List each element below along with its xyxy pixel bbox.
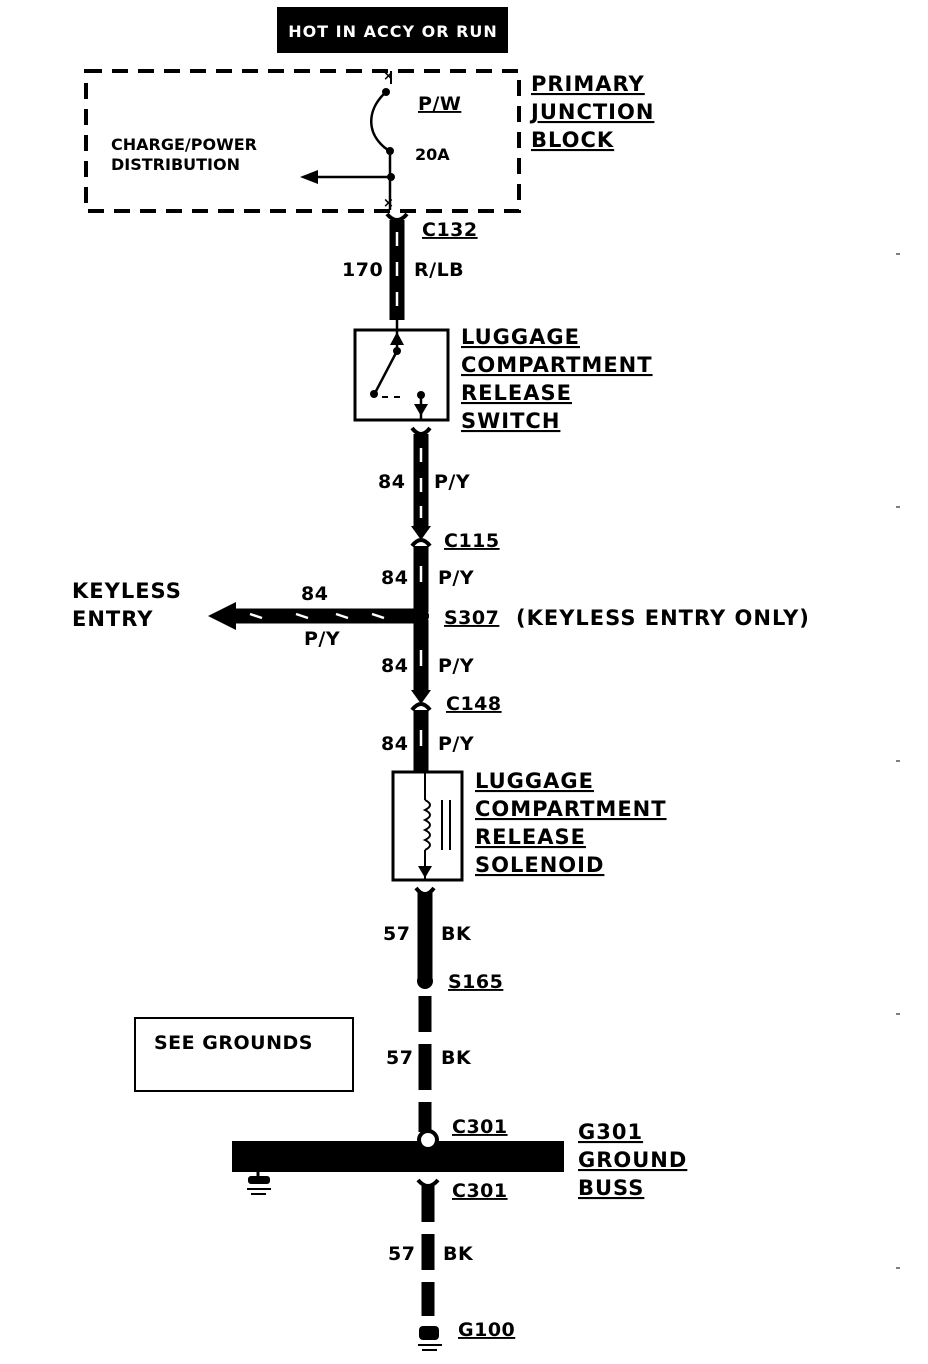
keyless-entry-label-1: KEYLESS <box>72 579 182 603</box>
splice-s165-label: S165 <box>448 971 503 993</box>
connector-c115-male <box>411 526 431 540</box>
wire-57-b-color: BK <box>441 1047 472 1069</box>
fuse-rating: 20A <box>415 145 450 164</box>
connector-c301-bottom-symbol <box>416 1178 440 1188</box>
splice-s307-label: S307 <box>444 607 499 629</box>
branch-arrow <box>208 602 236 630</box>
ground-g100-label: G100 <box>458 1319 515 1341</box>
connector-c115-label: C115 <box>444 530 500 552</box>
wire-57-a-circuit: 57 <box>383 923 410 945</box>
fuse-wire-color: P/W <box>418 93 461 115</box>
charge-power-label-1: CHARGE/POWER <box>111 135 257 154</box>
solenoid-label-3: RELEASE <box>475 825 586 849</box>
wire-84-d-color: P/Y <box>438 733 474 755</box>
solenoid-label-1: LUGGAGE <box>475 769 594 793</box>
wire-stripe <box>295 612 309 620</box>
connector-c148-label: C148 <box>446 693 502 715</box>
switch-label-2: COMPARTMENT <box>461 353 653 377</box>
wire-57-c-color: BK <box>443 1243 474 1265</box>
junction-block-label-1: PRIMARY <box>531 72 645 96</box>
connector-c148-male <box>411 690 431 704</box>
luggage-release-switch-box <box>353 328 450 422</box>
primary-junction-block-outline <box>84 69 521 213</box>
wire-84-b-color: P/Y <box>438 567 474 589</box>
margin-ticks <box>896 253 900 1269</box>
svg-text:×: × <box>383 196 394 211</box>
svg-text:×: × <box>383 69 394 84</box>
ground-buss-label-2: GROUND <box>578 1148 687 1172</box>
ground-buss-bar <box>232 1141 564 1172</box>
splice-s165 <box>417 973 433 989</box>
solenoid-coil-icon <box>418 772 451 880</box>
switch-output-connector <box>410 426 432 436</box>
g100-ground-icon <box>418 1326 442 1351</box>
branch-color: P/Y <box>304 628 340 650</box>
connector-c301-top-symbol <box>417 1129 439 1151</box>
see-grounds-box <box>134 1017 354 1092</box>
switch-symbol <box>370 320 428 420</box>
connector-c132-label: C132 <box>422 219 478 241</box>
wire-stripe <box>335 612 349 620</box>
wire-stripe <box>249 612 263 620</box>
connector-c132-symbol <box>385 212 409 222</box>
luggage-release-solenoid-box <box>391 770 464 882</box>
switch-label-3: RELEASE <box>461 381 572 405</box>
hot-label-box <box>277 7 508 53</box>
solenoid-label-2: COMPARTMENT <box>475 797 667 821</box>
wire-84-d-circuit: 84 <box>381 733 408 755</box>
wire-170-circuit: 170 <box>342 259 383 281</box>
junction-block-label-3: BLOCK <box>531 128 614 152</box>
hot-label: HOT IN ACCY OR RUN <box>288 22 498 41</box>
branch-circuit: 84 <box>301 583 328 605</box>
connector-c301-top-label: C301 <box>452 1116 508 1138</box>
wire-57-b-circuit: 57 <box>386 1047 413 1069</box>
wire-84-b-circuit: 84 <box>381 567 408 589</box>
fuse-20a: × × <box>300 69 395 211</box>
junction-block-label-2: JUNCTION <box>529 100 654 124</box>
switch-label-1: LUGGAGE <box>461 325 580 349</box>
wire-stripe <box>371 612 385 620</box>
ground-buss-label-1: G301 <box>578 1120 643 1144</box>
charge-power-label-2: DISTRIBUTION <box>111 155 240 174</box>
wire-57-c-circuit: 57 <box>388 1243 415 1265</box>
solenoid-label-4: SOLENOID <box>475 853 604 877</box>
connector-c301-bottom-label: C301 <box>452 1180 508 1202</box>
keyless-entry-label-2: ENTRY <box>72 607 153 631</box>
see-grounds-label: SEE GROUNDS <box>154 1032 313 1054</box>
wire-84-a-circuit: 84 <box>378 471 405 493</box>
connector-c148-symbol <box>410 702 432 712</box>
connector-c115-symbol <box>410 538 432 548</box>
wire-57-a-color: BK <box>441 923 472 945</box>
wire-84-c-circuit: 84 <box>381 655 408 677</box>
splice-s307-note: (KEYLESS ENTRY ONLY) <box>516 606 810 630</box>
wire-84-c-color: P/Y <box>438 655 474 677</box>
switch-label-4: SWITCH <box>461 409 560 433</box>
buss-ground-icon <box>247 1172 271 1195</box>
wire-84-a-color: P/Y <box>434 471 470 493</box>
wire-170-color: R/LB <box>414 259 464 281</box>
ground-buss-label-3: BUSS <box>578 1176 644 1200</box>
